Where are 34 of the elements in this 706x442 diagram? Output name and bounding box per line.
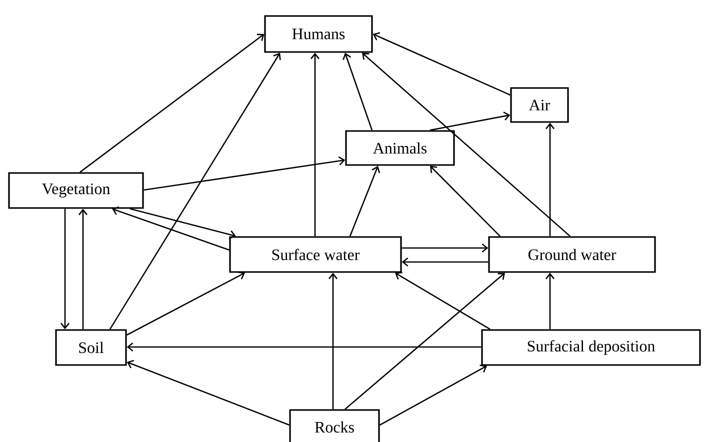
node-box: Humans [264, 15, 373, 53]
node-box: Soil [55, 329, 127, 366]
arrow [362, 52, 570, 237]
arrow [344, 272, 505, 410]
arrow [60, 208, 70, 330]
arrow [342, 52, 373, 130]
node-box: Rocks [289, 409, 380, 442]
node-box: Air [510, 87, 569, 123]
arrow [126, 271, 245, 336]
node-box: Surface water [229, 236, 402, 273]
arrow [130, 208, 236, 240]
node-box: Ground water [488, 236, 656, 273]
arrow [349, 166, 380, 236]
arrow [430, 112, 510, 131]
arrow [546, 272, 555, 330]
arrow [126, 360, 290, 426]
arrow [328, 272, 338, 410]
arrow [144, 156, 346, 191]
node-box: Surfacial deposition [481, 329, 701, 366]
arrow [402, 243, 488, 252]
arrow [546, 122, 555, 236]
arrow [109, 52, 281, 330]
arrow [372, 32, 510, 96]
arrow [126, 342, 482, 352]
node-box: Animals [345, 130, 455, 166]
arrow [402, 258, 488, 266]
arrow [430, 166, 500, 237]
arrow [80, 34, 264, 173]
arrow [380, 364, 488, 426]
arrow [112, 206, 230, 251]
arrow [78, 208, 88, 330]
arrow [395, 272, 490, 330]
arrow [310, 52, 320, 236]
node-box: Vegetation [8, 172, 144, 209]
